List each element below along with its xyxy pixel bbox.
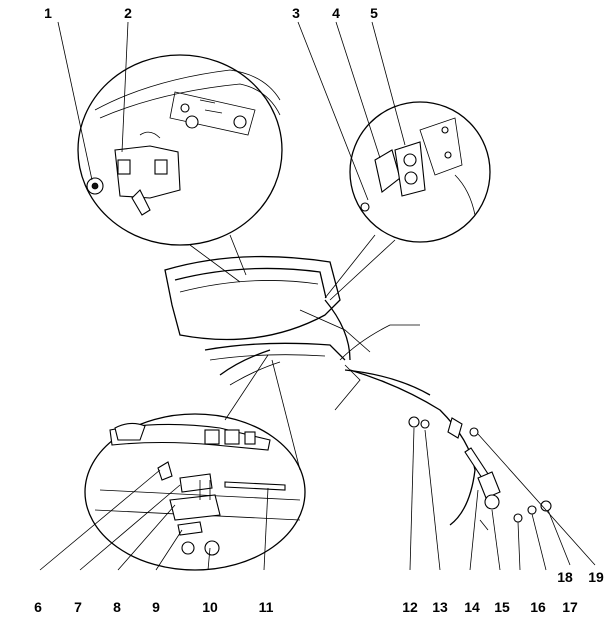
callout-13: 13 — [432, 599, 448, 615]
detail-bubble-bottom-left — [84, 413, 306, 571]
callout-15: 15 — [494, 599, 510, 615]
callout-labels: 1 2 3 4 5 6 7 8 9 10 11 12 13 14 15 16 1… — [34, 5, 604, 615]
callout-18: 18 — [557, 569, 573, 585]
callout-5: 5 — [370, 5, 378, 21]
detail-bubble-top-left — [77, 54, 283, 246]
callout-16: 16 — [530, 599, 546, 615]
callout-6: 6 — [34, 599, 42, 615]
callout-3: 3 — [292, 5, 300, 21]
callout-2: 2 — [124, 5, 132, 21]
callout-10: 10 — [202, 599, 218, 615]
callout-7: 7 — [74, 599, 82, 615]
callout-17: 17 — [562, 599, 578, 615]
callout-11: 11 — [259, 599, 274, 615]
detail-bubble-top-right — [349, 101, 491, 243]
hatch-lid — [164, 255, 420, 411]
callout-8: 8 — [113, 599, 121, 615]
leader-lines — [39, 21, 596, 571]
callout-12: 12 — [402, 599, 418, 615]
callout-14: 14 — [464, 599, 480, 615]
strut-assembly — [344, 369, 552, 531]
callout-4: 4 — [332, 5, 340, 21]
callout-9: 9 — [152, 599, 160, 615]
callout-1: 1 — [44, 5, 52, 21]
callout-19: 19 — [588, 569, 604, 585]
